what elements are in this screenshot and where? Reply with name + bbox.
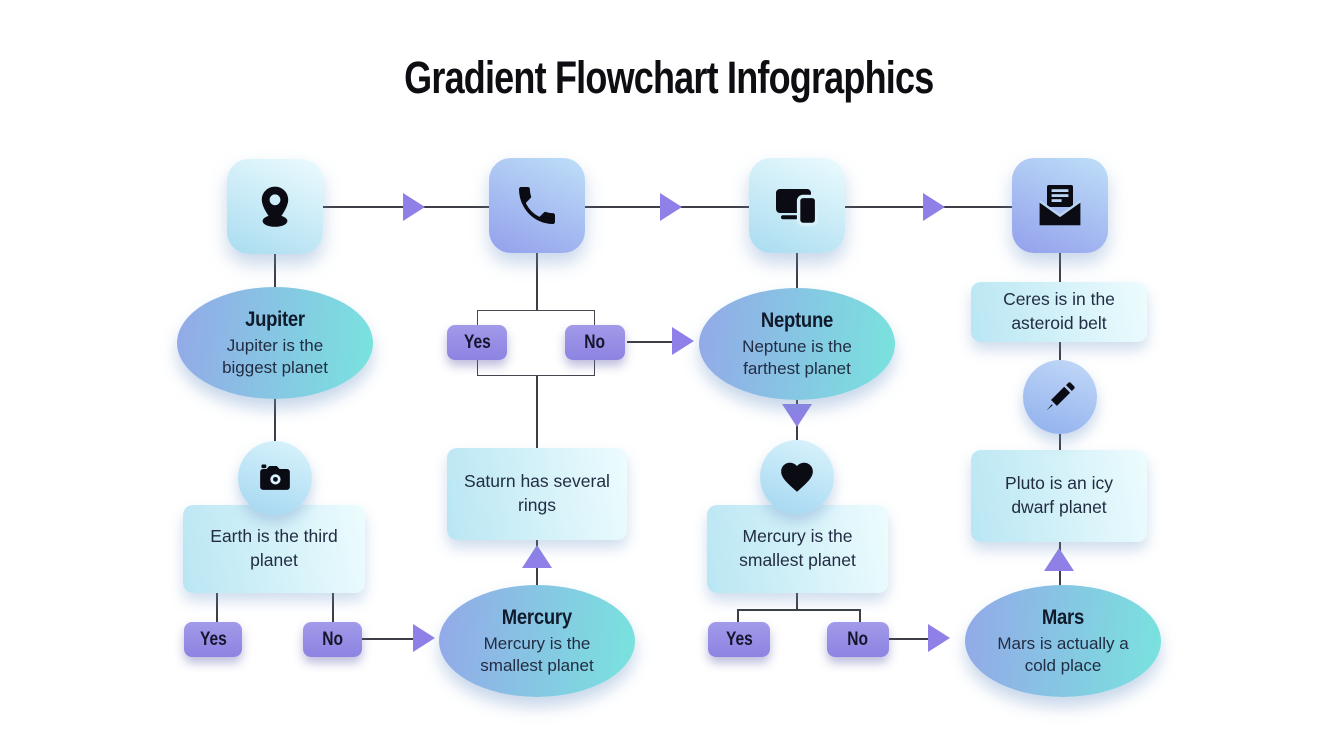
ellipse-text: Mars is actually a cold place bbox=[997, 633, 1129, 675]
circle-camera bbox=[238, 441, 312, 515]
flow-node-location bbox=[227, 159, 323, 254]
heart-icon bbox=[781, 462, 813, 492]
connector-line bbox=[859, 609, 861, 622]
connector-line bbox=[332, 593, 334, 622]
flow-node-devices bbox=[749, 158, 845, 253]
flow-arrow-right bbox=[923, 193, 945, 221]
yes-box-1: Yes bbox=[184, 622, 242, 657]
no-box-2: No bbox=[565, 325, 625, 360]
flow-arrow-right bbox=[672, 327, 694, 355]
ellipse-jupiter: Jupiter Jupiter is the biggest planet bbox=[177, 287, 373, 399]
connector-line bbox=[362, 638, 415, 640]
devices-icon bbox=[776, 188, 819, 226]
connector-line bbox=[536, 376, 538, 448]
box-pluto: Pluto is an icy dwarf planet bbox=[971, 450, 1147, 542]
circle-heart bbox=[760, 440, 834, 514]
ellipse-neptune: Neptune Neptune is the farthest planet bbox=[699, 288, 895, 400]
location-pin-icon bbox=[261, 186, 289, 227]
connector-line bbox=[274, 253, 276, 289]
ellipse-title: Mercury bbox=[501, 605, 573, 629]
flow-arrow-right bbox=[928, 624, 950, 652]
flow-arrow-right bbox=[660, 193, 682, 221]
connector-line bbox=[796, 252, 798, 292]
yes-box-3: Yes bbox=[708, 622, 770, 657]
connector-line bbox=[737, 609, 861, 611]
connector-line bbox=[216, 593, 218, 622]
box-mercury: Mercury is the smallest planet bbox=[707, 505, 888, 593]
envelope-letter-icon bbox=[1038, 184, 1082, 225]
box-text: Pluto is an icy dwarf planet bbox=[1005, 473, 1113, 517]
ellipse-text: Neptune is the farthest planet bbox=[742, 336, 852, 378]
circle-pencil bbox=[1023, 360, 1097, 434]
ellipse-title: Neptune bbox=[760, 308, 834, 332]
connector-line bbox=[536, 252, 538, 310]
camera-icon bbox=[260, 464, 290, 490]
connector-line bbox=[1059, 434, 1061, 450]
ellipse-title: Mars bbox=[1041, 605, 1085, 629]
connector-line bbox=[887, 638, 930, 640]
yes-box-2: Yes bbox=[447, 325, 507, 360]
flow-node-phone bbox=[489, 158, 585, 253]
flow-arrow-right bbox=[413, 624, 435, 652]
box-text: Earth is the third planet bbox=[210, 526, 338, 570]
ellipse-mars: Mars Mars is actually a cold place bbox=[965, 585, 1161, 697]
no-box-3: No bbox=[827, 622, 889, 657]
ellipse-mercury: Mercury Mercury is the smallest planet bbox=[439, 585, 635, 697]
connector-line bbox=[627, 341, 672, 343]
flow-arrow-up bbox=[1044, 548, 1074, 571]
flow-arrow-down bbox=[782, 404, 812, 427]
flow-arrow-up bbox=[522, 545, 552, 568]
box-earth: Earth is the third planet bbox=[183, 505, 365, 593]
no-box-1: No bbox=[303, 622, 362, 657]
page-title: Gradient Flowchart Infographics bbox=[404, 52, 934, 103]
connector-line bbox=[274, 398, 276, 444]
box-ceres: Ceres is in the asteroid belt bbox=[971, 282, 1147, 342]
connector-line bbox=[737, 609, 739, 622]
connector-line bbox=[1059, 251, 1061, 284]
flow-arrow-right bbox=[403, 193, 425, 221]
ellipse-text: Jupiter is the biggest planet bbox=[222, 335, 328, 377]
box-text: Saturn has several rings bbox=[464, 471, 610, 515]
box-text: Ceres is in the asteroid belt bbox=[1003, 289, 1115, 333]
connector-line bbox=[1059, 342, 1061, 362]
ellipse-text: Mercury is the smallest planet bbox=[480, 633, 594, 675]
ellipse-title: Jupiter bbox=[245, 307, 305, 331]
phone-icon bbox=[519, 186, 555, 224]
flow-node-envelope bbox=[1012, 158, 1108, 253]
connector-line bbox=[796, 593, 798, 610]
box-saturn: Saturn has several rings bbox=[447, 448, 627, 540]
box-text: Mercury is the smallest planet bbox=[739, 526, 856, 570]
pencil-icon bbox=[1046, 382, 1075, 411]
